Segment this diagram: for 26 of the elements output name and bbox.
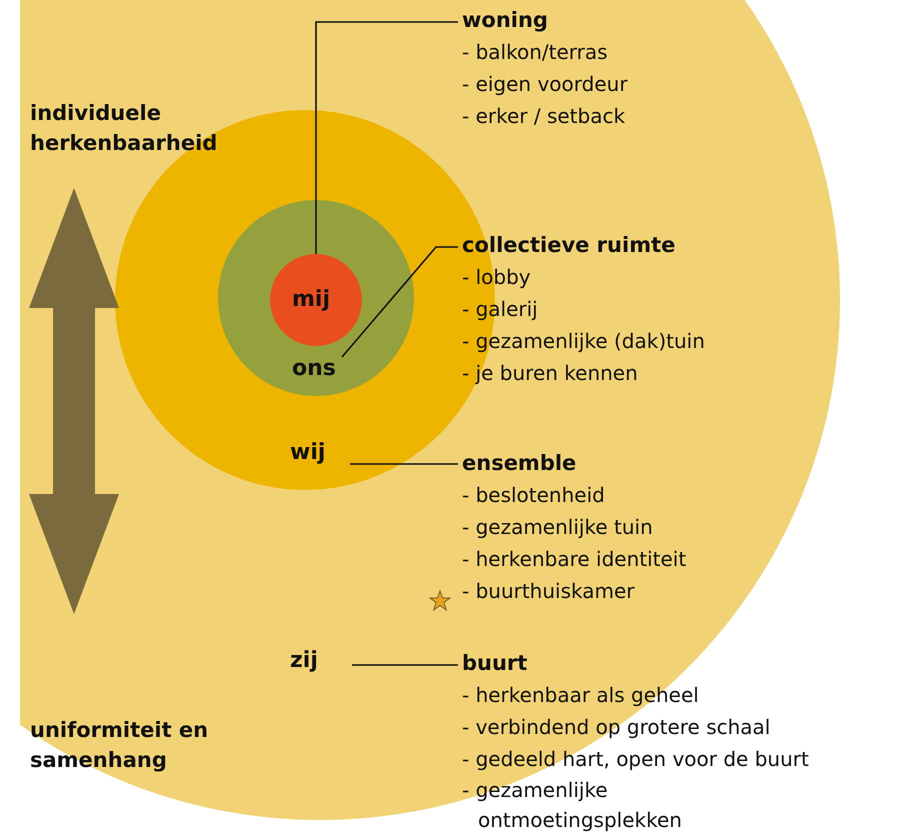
circle-label: wij	[290, 442, 326, 464]
list-item: - eigen voordeur	[462, 71, 628, 98]
heading: collectieve ruimte	[462, 232, 676, 259]
list-item: - lobby	[462, 264, 532, 291]
list-item: - gezamenlijke tuin	[462, 514, 654, 541]
list-item: - gezamenlijke (dak)tuin	[462, 328, 705, 355]
leader-line	[352, 664, 458, 666]
list-item: - galerij	[462, 296, 539, 323]
heading: ensemble	[462, 450, 578, 477]
list-item: - je buren kennen	[462, 360, 639, 387]
side-label: individuele herkenbaarheid	[30, 100, 218, 157]
heading: woning	[462, 7, 549, 34]
list-item: - balkon/terras	[462, 39, 609, 66]
circle-label: ons	[292, 358, 336, 380]
leader-line	[341, 246, 458, 358]
leader-line	[350, 463, 458, 465]
leader-line	[315, 21, 458, 254]
circle-label: mij	[292, 289, 330, 311]
list-item: - beslotenheid	[462, 482, 606, 509]
heading: buurt	[462, 650, 528, 677]
list-item: - buurthuiskamer	[462, 578, 636, 605]
list-item: - herkenbare identiteit	[462, 546, 686, 573]
list-item: - verbindend op grotere schaal	[462, 714, 772, 741]
list-item: - gedeeld hart, open voor de buurt	[462, 746, 809, 773]
list-item: - erker / setback	[462, 103, 626, 130]
circle-label: zij	[290, 650, 318, 672]
